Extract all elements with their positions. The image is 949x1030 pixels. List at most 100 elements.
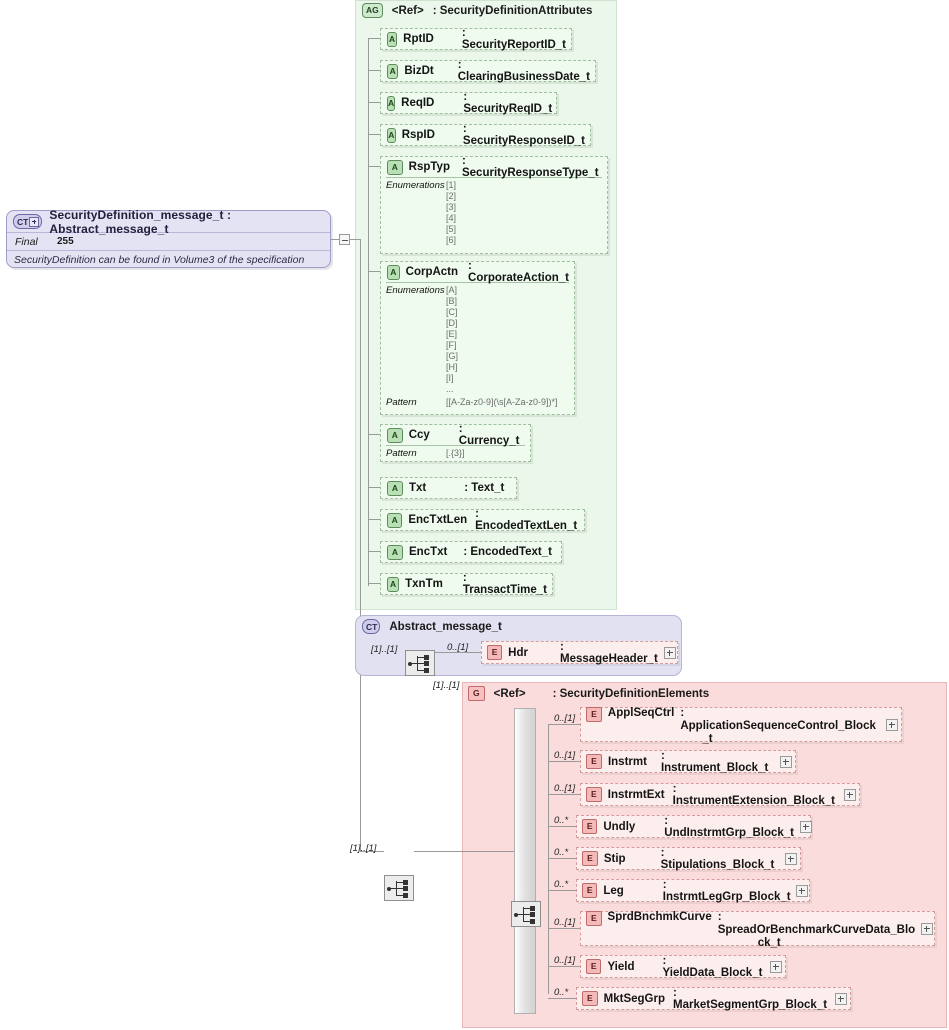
seq-stem [515, 914, 523, 915]
attribute-icon: A [387, 159, 403, 175]
seq-square [424, 668, 429, 673]
seq-branch [523, 921, 530, 922]
attribute-type: : EncodedTextLen_t [475, 508, 578, 532]
attribute-icon: A [387, 512, 403, 528]
element-name: Stip [603, 852, 626, 865]
group-branch [548, 890, 576, 891]
expand-toggle[interactable] [886, 718, 898, 731]
group-sequence-bar [514, 708, 536, 1014]
attribute-type: : ClearingBusinessDate_t [457, 59, 590, 83]
element-type-line1: : SpreadOrBenchmarkCurveData_Blo [717, 911, 916, 936]
element-node-mktseggrp[interactable]: E MktSegGrp : MarketSegmentGrp_Block_t [576, 987, 851, 1011]
facet-value: [C] [446, 307, 458, 317]
expand-toggle[interactable] [785, 852, 797, 865]
element-node-hdr[interactable]: E Hdr : MessageHeader_t [481, 641, 678, 665]
facet-value: [D] [446, 318, 458, 328]
attribute-icon: A [387, 127, 396, 143]
element-icon: E [582, 883, 598, 898]
element-node-yield[interactable]: E Yield : YieldData_Block_t [580, 954, 786, 979]
attribute-node-reqid[interactable]: A ReqID : SecurityReqID_t [380, 91, 557, 115]
attribute-node-rspid[interactable]: A RspID : SecurityResponseID_t [380, 123, 591, 147]
attribute-node-ccy[interactable]: A Ccy : Currency_t Pattern [.{3}] [380, 423, 531, 462]
attr-branch [368, 166, 380, 167]
facet-value: [5] [446, 224, 457, 234]
element-name: MktSegGrp [603, 992, 665, 1005]
root-complex-type-box[interactable]: CT SecurityDefinition_message_t : Abstra… [6, 208, 331, 268]
attribute-node-enctxtlen[interactable]: A EncTxtLen : EncodedTextLen_t [380, 508, 585, 532]
element-node-instrmtext[interactable]: E InstrmtExt : InstrumentExtension_Block… [580, 783, 860, 807]
element-name: Undly [603, 820, 636, 833]
attribute-node-enctxt[interactable]: A EncTxt : EncodedText_t [380, 541, 562, 563]
seq-square [530, 912, 535, 917]
expand-toggle[interactable] [835, 992, 847, 1005]
expand-toggle[interactable] [796, 884, 809, 897]
group-branch [548, 761, 580, 762]
element-name: SprdBnchmkCurve [607, 911, 712, 923]
element-type: : InstrmtLegGrp_Block_t [662, 878, 791, 903]
facet-value: [G] [446, 351, 459, 361]
expand-toggle[interactable] [663, 646, 676, 659]
attribute-icon: A [387, 544, 403, 560]
facet-label: Enumerations [386, 180, 445, 191]
group-sequence-cardinality: [1]..[1] [350, 843, 377, 854]
seq-square [530, 906, 535, 911]
element-type: : YieldData_Block_t [662, 954, 763, 979]
sequence-icon[interactable] [405, 650, 435, 676]
attribute-node-rptid[interactable]: A RptID : SecurityReportID_t [380, 27, 572, 51]
attribute-group-name: : SecurityDefinitionAttributes [432, 4, 593, 17]
expand-toggle[interactable] [844, 788, 856, 801]
attribute-name: RspTyp [408, 161, 450, 173]
complex-type-icon-label: CT [366, 621, 378, 632]
expand-toggle[interactable] [920, 922, 933, 935]
seq-stem [388, 888, 396, 889]
sequence-icon[interactable] [511, 901, 541, 927]
group-branch [548, 998, 576, 999]
complex-type-icon-label: CT [17, 216, 29, 227]
element-node-stip[interactable]: E Stip : Stipulations_Block_t [576, 847, 801, 871]
element-type-line1: : ApplicationSequenceControl_Block [680, 707, 876, 732]
attribute-icon: A [387, 95, 396, 111]
attr-branch [368, 434, 380, 435]
facet-label: Pattern [386, 397, 417, 408]
attribute-node-bizdt[interactable]: A BizDt : ClearingBusinessDate_t [380, 59, 596, 83]
element-node-undly[interactable]: E Undly : UndInstrmtGrp_Block_t [576, 815, 812, 839]
element-cardinality: 0..[1] [554, 917, 576, 928]
element-cardinality: 0..* [554, 815, 569, 826]
expand-toggle[interactable] [780, 755, 792, 768]
attribute-node-txt[interactable]: A Txt : Text_t [380, 477, 517, 499]
expand-toggle[interactable] [799, 820, 812, 833]
element-type: : SpreadOrBenchmarkCurveData_Blo ck_t [718, 911, 916, 950]
seq-square [403, 886, 408, 891]
expand-toggle[interactable] [770, 960, 782, 973]
element-icon: E [586, 754, 602, 769]
attribute-node-txntm[interactable]: A TxnTm : TransactTime_t [380, 572, 553, 596]
element-node-instrmt[interactable]: E Instrmt : Instrument_Block_t [580, 750, 796, 774]
attribute-name: EncTxt [409, 546, 448, 558]
element-name: Yield [607, 960, 635, 973]
element-name: Hdr [508, 646, 528, 659]
root-trunk-line [360, 239, 361, 851]
facet-value: [A] [446, 285, 458, 295]
attribute-group-header: AG <Ref> : SecurityDefinitionAttributes [362, 3, 592, 18]
facet-label: Pattern [386, 448, 417, 459]
element-type-line2: _t [702, 733, 713, 745]
seq-branch [396, 882, 403, 883]
root-connector-line [331, 239, 339, 240]
facet-value: [3] [446, 202, 457, 212]
group-branch [548, 966, 580, 967]
group-element-spine [548, 724, 549, 994]
attribute-node-corpactn[interactable]: A CorpActn : CorporateAction_t Enumerati… [380, 260, 575, 415]
element-cardinality: 0..[1] [554, 750, 576, 761]
facet-value: [I] [446, 373, 454, 383]
attribute-icon: A [387, 264, 400, 280]
root-collapse-toggle[interactable] [339, 234, 350, 245]
element-node-applseqctrl[interactable]: E ApplSeqCtrl : ApplicationSequenceContr… [580, 707, 902, 745]
element-node-leg[interactable]: E Leg : InstrmtLegGrp_Block_t [576, 878, 810, 903]
seq-square [403, 893, 408, 898]
element-node-sprdbnchmkcurve[interactable]: E SprdBnchmkCurve : SpreadOrBenchmarkCur… [580, 911, 935, 949]
facet-value: [1] [446, 180, 457, 190]
sequence-icon[interactable] [384, 875, 414, 901]
attribute-node-rsptyp[interactable]: A RspTyp : SecurityResponseType_t Enumer… [380, 155, 608, 254]
element-cardinality: 0..[1] [554, 955, 576, 966]
root-branch-to-attrs [355, 239, 361, 240]
